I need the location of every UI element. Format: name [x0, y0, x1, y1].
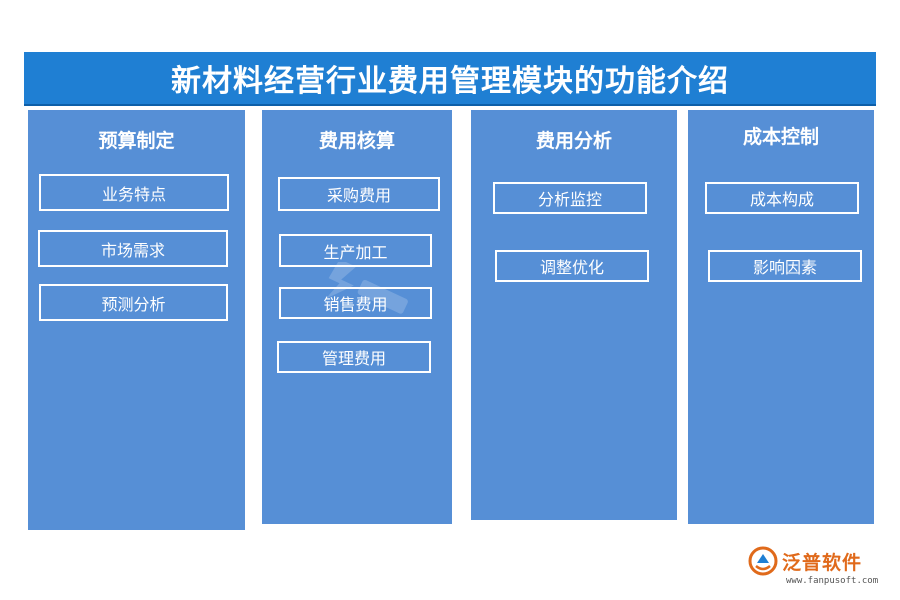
- item-box: 生产加工: [279, 234, 432, 267]
- item-box: 成本构成: [705, 182, 859, 214]
- diagram-title-bar: 新材料经营行业费用管理模块的功能介绍: [24, 52, 876, 106]
- column-title: 费用分析: [535, 130, 612, 152]
- column-title: 成本控制: [742, 126, 819, 148]
- column-cost-control: 成本控制 成本构成 影响因素: [688, 110, 874, 524]
- column-title: 费用核算: [318, 130, 395, 152]
- item-box: 管理费用: [277, 341, 431, 373]
- item-box: 销售费用: [279, 287, 432, 319]
- logo-mark-icon: [748, 546, 778, 576]
- column-budget: 预算制定 业务特点 市场需求 预测分析: [28, 110, 245, 530]
- diagram-title: 新材料经营行业费用管理模块的功能介绍: [171, 64, 729, 99]
- item-box: 调整优化: [495, 250, 649, 282]
- item-box: 市场需求: [38, 230, 228, 267]
- item-box: 采购费用: [278, 177, 440, 211]
- item-box: 分析监控: [493, 182, 647, 214]
- logo-url: www.fanpusoft.com: [786, 576, 879, 586]
- item-box: 业务特点: [39, 174, 229, 211]
- logo-name: 泛普软件: [782, 552, 863, 574]
- item-box: 预测分析: [39, 284, 228, 321]
- column-analysis: 费用分析 分析监控 调整优化: [471, 110, 677, 520]
- column-title: 预算制定: [98, 130, 175, 152]
- item-box: 影响因素: [708, 250, 862, 282]
- brand-logo: 泛普软件 www.fanpusoft.com: [748, 546, 888, 590]
- column-accounting: 费用核算 采购费用 生产加工 销售费用 管理费用: [262, 110, 452, 524]
